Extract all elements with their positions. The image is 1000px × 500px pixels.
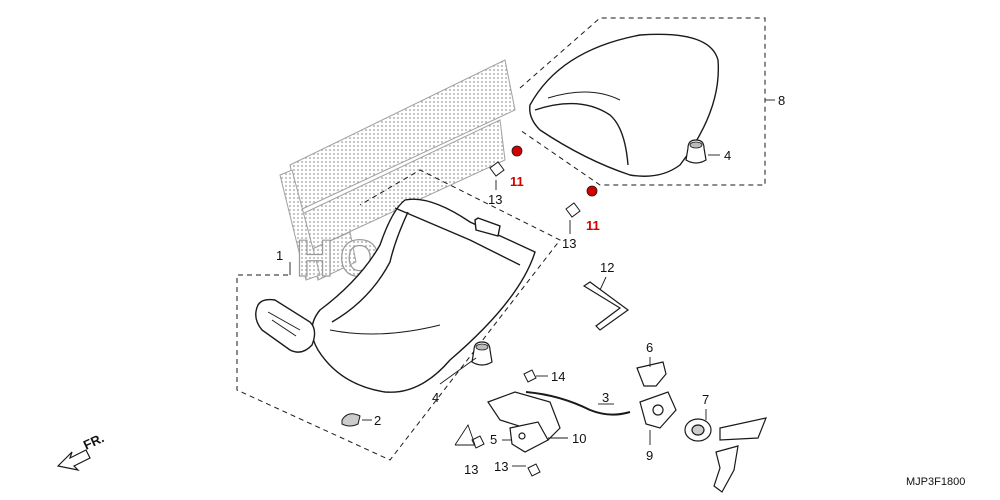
callout-5: 5: [490, 432, 497, 447]
front-arrow-icon: [56, 449, 91, 471]
callout-13-upper: 13: [488, 192, 502, 207]
callout-8: 8: [778, 93, 785, 108]
callout-9: 9: [646, 448, 653, 463]
callout-6: 6: [646, 340, 653, 355]
key-cylinder: [684, 417, 767, 493]
callout-11-lower: 11: [586, 218, 600, 233]
front-direction-indicator: FR.: [56, 430, 106, 471]
callout-10: 10: [572, 431, 586, 446]
callout-3: 3: [602, 390, 609, 405]
rubber-cushion: [471, 341, 493, 366]
callout-13-middle: 13: [562, 236, 576, 251]
hex-wrench: [582, 281, 630, 331]
seat-cushion-small: [341, 413, 361, 427]
callout-13-lower-left: 13: [464, 462, 478, 477]
callout-2: 2: [374, 413, 381, 428]
callout-13-lower-right: 13: [494, 459, 508, 474]
callout-4-seat: 4: [432, 390, 439, 405]
callout-12: 12: [600, 260, 614, 275]
diagram-code: MJP3F1800: [906, 476, 965, 488]
main-seat: [255, 198, 536, 393]
collar-red: [511, 145, 598, 197]
callouts: 1 2 3 4 4 5 6 7 8 9 10 11 11 12 13 13 13…: [276, 93, 785, 477]
seat-lock-bracket: [636, 361, 667, 387]
rubber-cushion: [685, 139, 707, 164]
seat-group-boundary: [236, 169, 561, 461]
callout-14: 14: [551, 369, 565, 384]
seat-lock-assembly: [487, 391, 561, 453]
seat-catch-plate: [639, 391, 677, 429]
callout-7: 7: [702, 392, 709, 407]
callout-1: 1: [276, 248, 283, 263]
callout-4: 4: [724, 148, 731, 163]
front-label: FR.: [81, 430, 106, 452]
bolt: [471, 161, 581, 477]
rear-seat-cowl: [529, 33, 720, 177]
rear-cowl-group-boundary: [519, 17, 766, 186]
leader-lines: [289, 99, 775, 467]
seat-lock-cable: [525, 391, 631, 416]
callout-11-upper: 11: [510, 174, 524, 189]
